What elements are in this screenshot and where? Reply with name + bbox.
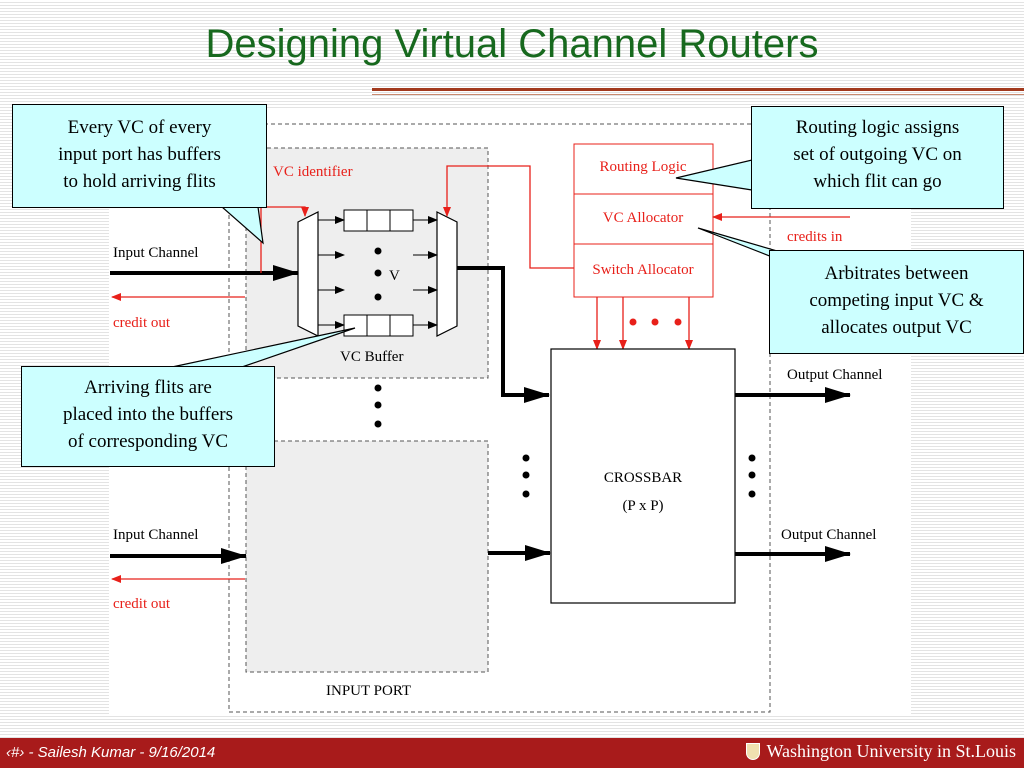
ellipsis-dot-red: [629, 318, 637, 326]
input-port-label: INPUT PORT: [326, 683, 411, 699]
ellipsis-dot: [748, 454, 756, 462]
ellipsis-dot: [748, 490, 756, 498]
switch-allocator-box: [573, 243, 714, 298]
output-mux: [436, 211, 458, 337]
v-label: V: [389, 268, 400, 284]
credit-out-1-label: credit out: [113, 315, 171, 331]
ellipsis-dot: [748, 471, 756, 479]
callout-line: Routing logic assigns: [795, 117, 960, 138]
vc-buffer-label: VC Buffer: [340, 349, 403, 365]
callout-line: competing input VC &: [809, 290, 984, 311]
switch-allocator-label: Switch Allocator: [592, 262, 693, 278]
vc-allocator-box: [573, 193, 714, 245]
callout-line: which flit can go: [813, 171, 942, 192]
callout-pointer-buffers: [220, 206, 264, 245]
ellipsis-dot-red: [674, 318, 682, 326]
footer-bar: ‹#› - Sailesh Kumar - 9/16/2014 Washingt…: [0, 738, 1024, 768]
callout-arriving: Arriving flits are placed into the buffe…: [21, 366, 275, 467]
crossbar-size-label: (P x P): [622, 498, 663, 514]
university-name: Washington University in St.Louis: [766, 741, 1016, 761]
vc-buffer-bottom: [343, 314, 414, 337]
callout-line: input port has buffers: [58, 144, 221, 165]
callout-line: of corresponding VC: [67, 431, 229, 452]
ellipsis-dot: [374, 401, 382, 409]
ellipsis-dot: [522, 454, 530, 462]
university-logo: Washington University in St.Louis: [746, 741, 1016, 762]
ellipsis-dot: [374, 293, 382, 301]
callout-buffers: Every VC of every input port has buffers…: [12, 104, 267, 208]
ellipsis-dot: [374, 247, 382, 255]
input-demux: [297, 211, 319, 337]
university-shield-icon: [746, 743, 761, 760]
crossbar-label: CROSSBAR: [604, 470, 682, 486]
ellipsis-dot: [374, 384, 382, 392]
input-channel-1-label: Input Channel: [113, 245, 198, 261]
input-channel-2-label: Input Channel: [113, 527, 198, 543]
credit-out-2-label: credit out: [113, 596, 171, 612]
router-diagram: VC identifier Input Channel credit out V…: [110, 123, 882, 713]
input-port-region-2: [245, 440, 489, 673]
switch-allocator-control-line: [443, 165, 574, 269]
ellipsis-dot-red: [651, 318, 659, 326]
footer-slide-info: ‹#› - Sailesh Kumar - 9/16/2014: [6, 744, 216, 761]
ellipsis-dot: [374, 420, 382, 428]
callout-arbitrates: Arbitrates between competing input VC & …: [769, 250, 1024, 354]
vc-identifier-label: VC identifier: [273, 164, 353, 180]
callout-line: Every VC of every: [67, 117, 212, 138]
ellipsis-dot: [522, 490, 530, 498]
crossbar-box: [550, 348, 736, 604]
callout-line: set of outgoing VC on: [793, 144, 962, 165]
port1-to-crossbar-arrow: [457, 266, 550, 403]
callout-line: allocates output VC: [821, 317, 972, 338]
callout-routing: Routing logic assigns set of outgoing VC…: [751, 106, 1004, 209]
callout-line: to hold arriving flits: [63, 171, 216, 192]
callout-line: Arbitrates between: [824, 263, 969, 284]
ellipsis-dot: [522, 471, 530, 479]
routing-logic-box: [573, 143, 714, 195]
vc-buffer-top: [343, 209, 414, 232]
title-divider: [372, 88, 1024, 91]
credits-in-label: credits in: [787, 229, 843, 245]
vc-allocator-label: VC Allocator: [603, 210, 683, 226]
routing-logic-label: Routing Logic: [599, 159, 686, 175]
title-divider-thin: [372, 94, 1024, 95]
page-title: Designing Virtual Channel Routers: [205, 22, 819, 66]
ellipsis-dot: [374, 269, 382, 277]
callout-line: placed into the buffers: [62, 404, 234, 425]
output-channel-1-label: Output Channel: [787, 367, 882, 383]
output-channel-2-label: Output Channel: [781, 527, 876, 543]
callout-line: Arriving flits are: [84, 377, 212, 398]
